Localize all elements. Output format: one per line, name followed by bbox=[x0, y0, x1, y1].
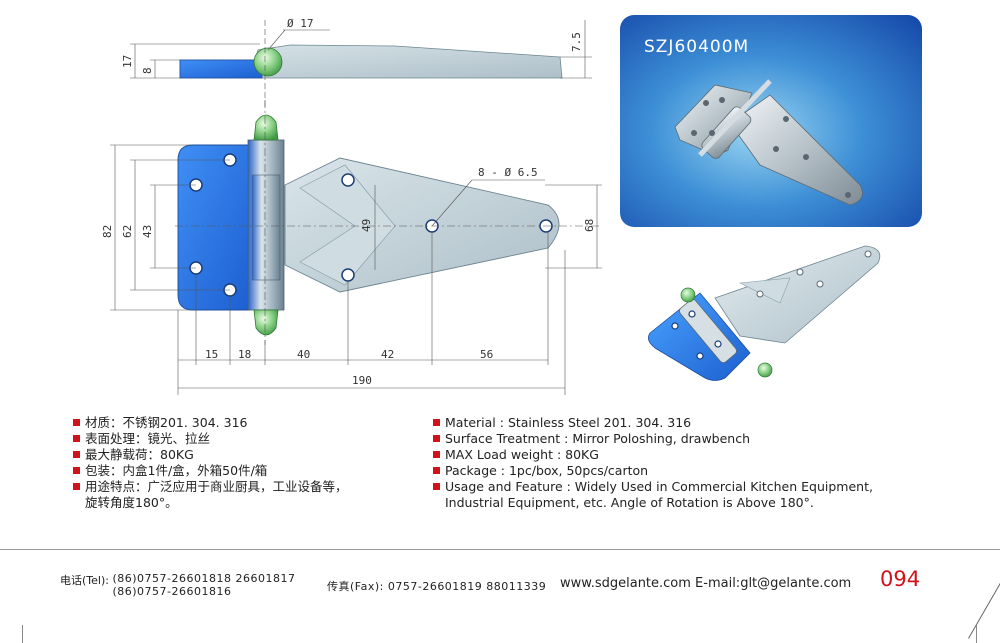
page-number: 094 bbox=[880, 567, 921, 591]
dim-15: 15 bbox=[205, 348, 218, 361]
footer-web-email[interactable]: www.sdgelante.com E-mail:glt@gelante.com bbox=[560, 576, 852, 591]
front-view bbox=[110, 100, 602, 395]
dim-49: 49 bbox=[360, 219, 373, 232]
spec-surface-cn: 表面处理：镜光、拉丝 bbox=[73, 431, 403, 447]
spec-load-cn: 最大静载荷：80KG bbox=[73, 447, 403, 463]
crop-mark bbox=[22, 625, 23, 643]
footer-divider bbox=[0, 549, 1000, 550]
product-model: SZJ60400M bbox=[644, 37, 750, 57]
dim-18: 18 bbox=[238, 348, 251, 361]
bullet-icon bbox=[433, 435, 440, 442]
bullet-icon bbox=[433, 451, 440, 458]
spec-load-en: MAX Load weight : 80KG bbox=[433, 447, 873, 463]
spec-package-en: Package : 1pc/box, 50pcs/carton bbox=[433, 463, 873, 479]
spec-material-cn: 材质：不锈钢201. 304. 316 bbox=[73, 415, 403, 431]
bullet-icon bbox=[73, 435, 80, 442]
specs-english: Material : Stainless Steel 201. 304. 316… bbox=[433, 415, 873, 511]
bullet-icon bbox=[73, 467, 80, 474]
hinge-3d-render bbox=[647, 245, 881, 381]
dim-holes: 8 - Ø 6.5 bbox=[478, 166, 538, 179]
specs-chinese: 材质：不锈钢201. 304. 316 表面处理：镜光、拉丝 最大静载荷：80K… bbox=[73, 415, 403, 511]
tel-numbers: (86)0757-26601818 26601817 (86)0757-2660… bbox=[112, 572, 295, 598]
dim-thickness-7-5: 7.5 bbox=[570, 32, 583, 52]
technical-drawing: Ø 17 7.5 17 8 8 - Ø 6.5 82 62 43 49 68 1… bbox=[101, 17, 602, 395]
crop-mark bbox=[976, 625, 977, 643]
bullet-icon bbox=[433, 467, 440, 474]
bullet-icon bbox=[433, 419, 440, 426]
spec-surface-en: Surface Treatment : Mirror Poloshing, dr… bbox=[433, 431, 873, 447]
dim-height-8: 8 bbox=[141, 67, 154, 74]
dim-43: 43 bbox=[141, 225, 154, 238]
dim-42: 42 bbox=[381, 348, 394, 361]
dim-40: 40 bbox=[297, 348, 310, 361]
spec-material-en: Material : Stainless Steel 201. 304. 316 bbox=[433, 415, 873, 431]
side-view bbox=[130, 20, 592, 110]
footer-tel: 电话(Tel): (86)0757-26601818 26601817 (86)… bbox=[60, 572, 296, 598]
tel-line-2: (86)0757-26601816 bbox=[112, 585, 232, 598]
hinge-photo-icon bbox=[674, 79, 863, 206]
bullet-icon bbox=[73, 451, 80, 458]
tel-line-1: (86)0757-26601818 26601817 bbox=[112, 572, 296, 585]
footer-fax: 传真(Fax): 0757-26601819 88011339 bbox=[327, 580, 547, 593]
dim-190: 190 bbox=[352, 374, 372, 387]
dim-diameter-17: Ø 17 bbox=[287, 17, 314, 30]
spec-usage-cn: 用途特点：广泛应用于商业厨具，工业设备等， 旋转角度180°。 bbox=[73, 479, 403, 511]
fold-line bbox=[968, 579, 1000, 639]
dim-82: 82 bbox=[101, 225, 114, 238]
spec-package-cn: 包装：内盒1件/盒，外箱50件/箱 bbox=[73, 463, 403, 479]
bullet-icon bbox=[73, 483, 80, 490]
dim-68: 68 bbox=[583, 219, 596, 232]
tel-label: 电话(Tel): bbox=[60, 574, 109, 587]
bullet-icon bbox=[73, 419, 80, 426]
product-photo: SZJ60400M bbox=[620, 15, 922, 227]
spec-usage-en: Usage and Feature : Widely Used in Comme… bbox=[433, 479, 873, 511]
dim-height-17: 17 bbox=[121, 55, 134, 68]
dim-56: 56 bbox=[480, 348, 493, 361]
dim-62: 62 bbox=[121, 225, 134, 238]
bullet-icon bbox=[433, 483, 440, 490]
